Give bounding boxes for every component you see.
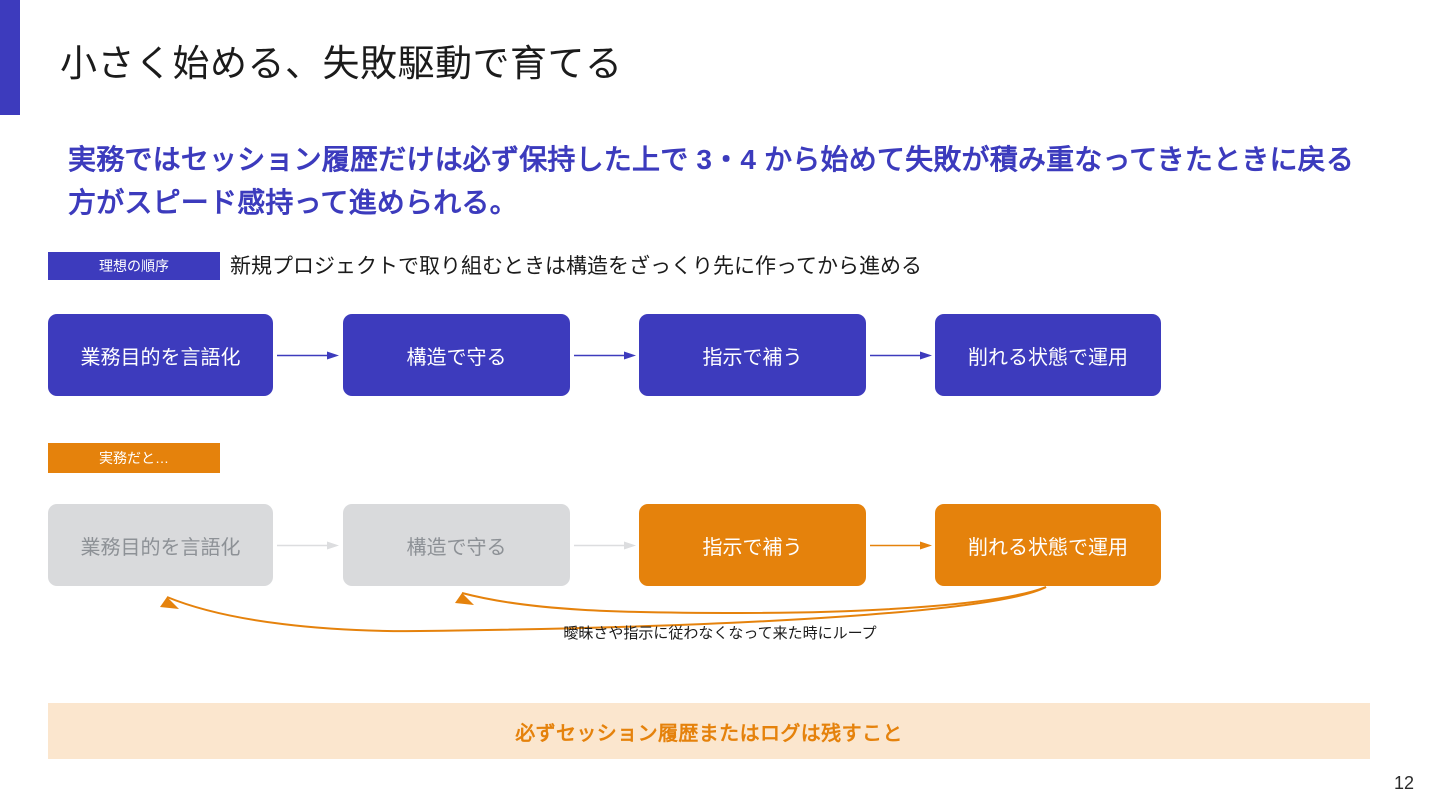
title-accent-bar bbox=[0, 0, 20, 115]
page-number: 12 bbox=[1393, 773, 1414, 793]
flow-box-real-1[interactable]: 業務目的を言語化 bbox=[48, 504, 273, 586]
flow-box-ideal-2-label: 構造で守る bbox=[406, 346, 507, 369]
flow-box-ideal-4[interactable]: 削れる状態で運用 bbox=[935, 314, 1161, 396]
page-title: 小さく始める、失敗駆動で育てる bbox=[60, 43, 623, 84]
flow-arrow-ideal-1 bbox=[277, 351, 339, 360]
lead-statement: 実務ではセッション履歴だけは必ず保持した上で 3・4 から始めて失敗が積み重なっ… bbox=[68, 144, 1355, 219]
key-takeaway-banner: 必ずセッション履歴またはログは残すこと bbox=[48, 703, 1370, 759]
flow-box-ideal-1-label: 業務目的を言語化 bbox=[80, 346, 241, 369]
loop-arrows bbox=[0, 575, 1440, 655]
flow-box-ideal-1[interactable]: 業務目的を言語化 bbox=[48, 314, 273, 396]
flow-box-ideal-4-label: 削れる状態で運用 bbox=[968, 346, 1128, 369]
loop-caption: 曖昧さや指示に従わなくなって来た時にループ bbox=[563, 625, 877, 642]
flow-box-real-1-label: 業務目的を言語化 bbox=[80, 536, 241, 559]
badge-real-world: 実務だと… bbox=[48, 443, 220, 473]
flow-box-ideal-2[interactable]: 構造で守る bbox=[343, 314, 570, 396]
flow-row-real: 業務目的を言語化 構造で守る 指示で補う 削れる状態 bbox=[0, 504, 1440, 586]
flow-arrow-real-1 bbox=[277, 541, 339, 550]
badge-real-world-label: 実務だと… bbox=[99, 450, 169, 466]
badge-ideal-order-label: 理想の順序 bbox=[99, 258, 169, 274]
flow-arrow-real-3 bbox=[870, 541, 932, 550]
flow-arrow-ideal-3 bbox=[870, 351, 932, 360]
flow-arrow-real-2 bbox=[574, 541, 636, 550]
flow-row-ideal: 業務目的を言語化 構造で守る 指示で補う 削れる状態 bbox=[0, 314, 1440, 396]
flow-box-real-2-label: 構造で守る bbox=[406, 536, 507, 559]
flow-box-real-3-label: 指示で補う bbox=[702, 536, 803, 559]
flow-box-ideal-3-label: 指示で補う bbox=[702, 346, 803, 369]
flow-box-ideal-3[interactable]: 指示で補う bbox=[639, 314, 866, 396]
badge-ideal-order: 理想の順序 bbox=[48, 252, 220, 280]
flow-box-real-3[interactable]: 指示で補う bbox=[639, 504, 866, 586]
flow-box-real-2[interactable]: 構造で守る bbox=[343, 504, 570, 586]
flow-box-real-4-label: 削れる状態で運用 bbox=[968, 536, 1128, 559]
key-takeaway-text: 必ずセッション履歴またはログは残すこと bbox=[515, 722, 903, 745]
ideal-order-note: 新規プロジェクトで取り組むときは構造をざっくり先に作ってから進める bbox=[230, 255, 922, 278]
flow-box-real-4[interactable]: 削れる状態で運用 bbox=[935, 504, 1161, 586]
flow-arrow-ideal-2 bbox=[574, 351, 636, 360]
